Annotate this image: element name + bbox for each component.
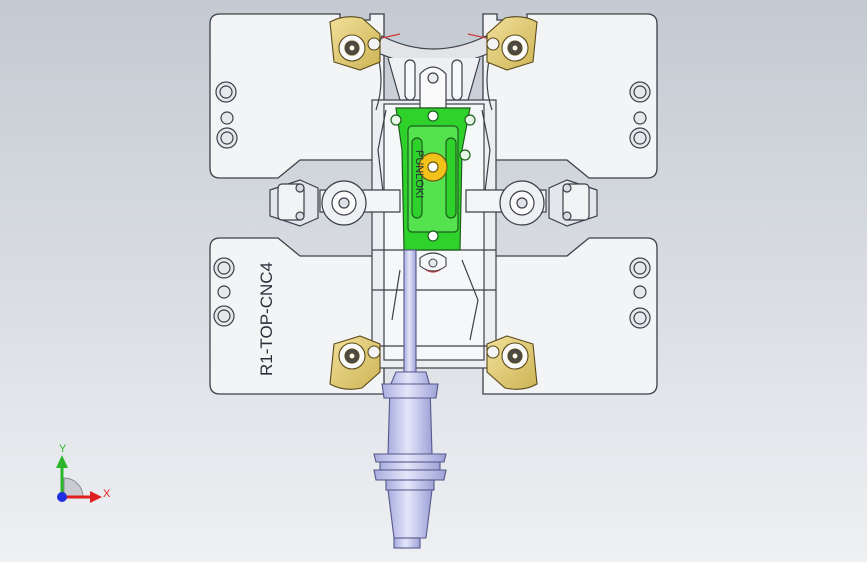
hole [633, 311, 647, 325]
coordinate-triad: Y X [56, 443, 111, 503]
hole [216, 127, 238, 149]
y-axis-label: Y [59, 443, 67, 455]
locating-holes [213, 81, 651, 329]
cutting-tool [373, 249, 447, 549]
hole [629, 81, 651, 103]
hole [633, 111, 647, 125]
hole [213, 257, 235, 279]
hole [629, 307, 651, 329]
hole [629, 257, 651, 279]
plate-engraving: R1-TOP-CNC4 [257, 262, 276, 376]
z-axis-origin [57, 492, 67, 502]
hole [633, 285, 647, 299]
hole [633, 131, 647, 145]
clamp-top-left [329, 16, 381, 71]
hole [220, 111, 234, 125]
part-engraving: PUNLOKI [413, 150, 425, 198]
tool-flange [373, 453, 447, 463]
hole [633, 261, 647, 275]
tool-taper [387, 489, 433, 539]
corner-clamps [329, 16, 538, 390]
hole [629, 127, 651, 149]
side-clamps [269, 179, 598, 227]
workpiece [390, 107, 476, 251]
hole [633, 85, 647, 99]
hole [215, 81, 237, 103]
hole [217, 309, 231, 323]
hole [213, 305, 235, 327]
clamp-top-right [486, 16, 538, 71]
hole [217, 285, 231, 299]
hole [219, 85, 233, 99]
hole [220, 131, 234, 145]
hole [217, 261, 231, 275]
clamp-bottom-left [329, 335, 381, 390]
x-axis-label: X [103, 488, 111, 500]
clamp-bottom-right [486, 335, 538, 390]
tool-shank [403, 249, 417, 373]
